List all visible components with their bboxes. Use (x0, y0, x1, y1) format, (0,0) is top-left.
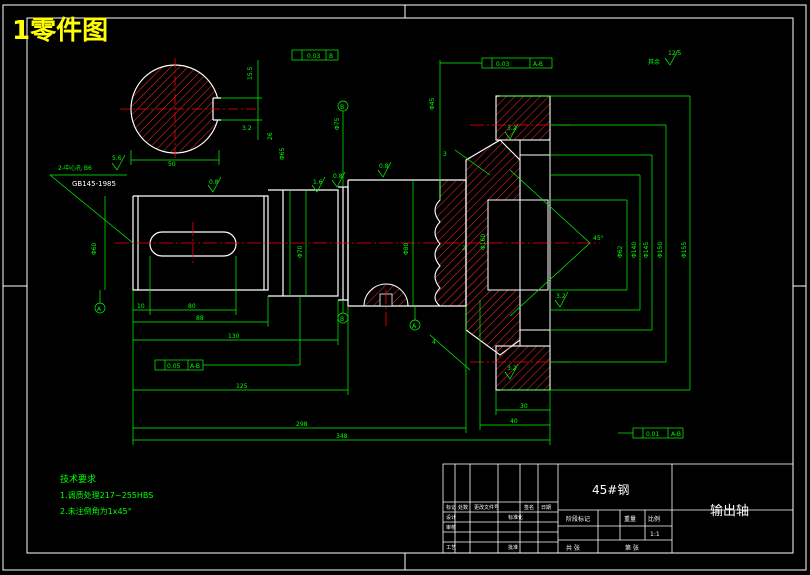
roughness-0-8c: 0.8 (379, 163, 389, 170)
tb-r2-2: 标准化 (508, 514, 523, 521)
tol-runout-a: 0.05 (167, 363, 181, 370)
sheets-total: 共 张 (566, 544, 580, 552)
dim-80: 80 (188, 303, 196, 310)
scale-label: 比例 (648, 515, 660, 523)
roughness-keyway: 3.2 (242, 125, 252, 132)
datum-c-label: A (412, 323, 417, 330)
tol-keyway: 0.03 (307, 53, 321, 60)
title-block (442, 463, 794, 554)
dim-348: 348 (336, 433, 348, 440)
title-block-text: 45#钢 输出轴 标记 处数 更改文件号 签名 日期 设计 标准化 审核 工艺 … (446, 483, 749, 552)
tb-r1-2: 更改文件号 (474, 504, 499, 511)
roughness-3-2c: 3.2 (507, 365, 517, 372)
dim-130: 130 (228, 333, 240, 340)
rest-label: 其余 (648, 58, 660, 66)
dim-keyway-width: 26 (267, 132, 274, 140)
tol-runout-b-datum: A-B (671, 431, 681, 438)
roughness-0-8b: 0.8 (333, 173, 343, 180)
dim-88: 88 (196, 315, 204, 322)
tb-r1-0: 标记 (446, 504, 456, 511)
part-name: 输出轴 (710, 503, 749, 519)
dim-phi160: Φ160 (480, 234, 487, 250)
tb-r4-2: 批准 (508, 544, 518, 551)
roughness-3-2a: 3.2 (556, 293, 566, 300)
sheet-index: 第 张 (625, 544, 639, 552)
dim-125: 125 (236, 383, 248, 390)
dim-phi155: Φ155 (681, 242, 688, 258)
roughness-1-6a: 1.6 (313, 179, 323, 186)
rest-ra: 12.5 (668, 50, 682, 57)
dim-3: 3 (443, 151, 447, 158)
dim-10: 10 (137, 303, 145, 310)
datum-a-label: A (97, 306, 102, 313)
scale-value: 1:1 (650, 531, 660, 538)
sheet-title: 1零件图 (12, 16, 108, 46)
roughness-5-6: 5.6 (112, 155, 122, 162)
notes-line2: 2.未注倒角为1x45° (60, 506, 132, 516)
tb-r2-0: 设计 (446, 514, 456, 521)
dim-keyway-depth: 15.5 (247, 66, 254, 80)
sheet-frame (2, 4, 807, 571)
dim-angle: 45° (593, 235, 604, 242)
dim-298: 298 (296, 421, 308, 428)
tb-r1-1: 处数 (458, 504, 468, 511)
tb-r1-3: 签名 (524, 504, 534, 511)
dimension-lines (49, 49, 684, 445)
dimension-texts: 10 80 88 130 125 298 348 40 30 2-中心孔 B6 … (58, 50, 688, 440)
dim-standard: GB145-1985 (72, 180, 116, 188)
dim-40: 40 (510, 418, 518, 425)
dim-phi60: Φ60 (91, 242, 98, 255)
dim-phi62: Φ62 (617, 245, 624, 258)
dim-phi65: Φ65 (279, 147, 286, 160)
datum-d-label: B (340, 104, 344, 111)
stage-label: 阶段标记 (566, 515, 590, 523)
dim-phi140: Φ140 (631, 242, 638, 258)
dim-phi150: Φ150 (657, 242, 664, 258)
tol-keyway-datum: B (329, 53, 333, 60)
notes-heading: 技术要求 (60, 473, 96, 485)
keyway-section-view: 50 15.5 3.2 26 0.03 B (120, 49, 339, 168)
dim-phi145: Φ145 (643, 242, 650, 258)
cone-construction (500, 95, 691, 391)
dim-30: 30 (520, 403, 528, 410)
tol-runout-c-datum: A-B (533, 61, 543, 68)
dim-2: 2 (462, 245, 466, 252)
datum-b-label: B (340, 316, 344, 323)
tol-runout-b: 0.01 (646, 431, 660, 438)
technical-notes: 技术要求 1.调质处理217~255HBS 2.未注倒角为1x45° (60, 473, 153, 516)
dim-phi75: Φ75 (334, 117, 341, 130)
dim-phi45: Φ45 (429, 97, 436, 110)
material-label: 45#钢 (592, 483, 629, 497)
dim-phi80: Φ80 (403, 242, 410, 255)
tol-runout-c: 0.03 (496, 61, 510, 68)
weight-label: 重量 (624, 515, 636, 523)
dim-section-width: 50 (168, 161, 176, 168)
dim-centre-hole: 2-中心孔 B6 (58, 164, 92, 172)
tb-r1-4: 日期 (541, 505, 551, 511)
roughness-0-8a: 0.8 (209, 179, 219, 186)
tb-r3-0: 审核 (446, 524, 456, 531)
dim-phi70: Φ70 (297, 245, 304, 258)
gear-teeth-profile (434, 95, 551, 391)
tol-runout-a-datum: A-B (190, 363, 200, 370)
notes-line1: 1.调质处理217~255HBS (60, 490, 153, 500)
roughness-3-2b: 3.2 (507, 125, 517, 132)
dim-4: 4 (432, 339, 436, 346)
tb-r4-0: 工艺 (446, 545, 456, 551)
